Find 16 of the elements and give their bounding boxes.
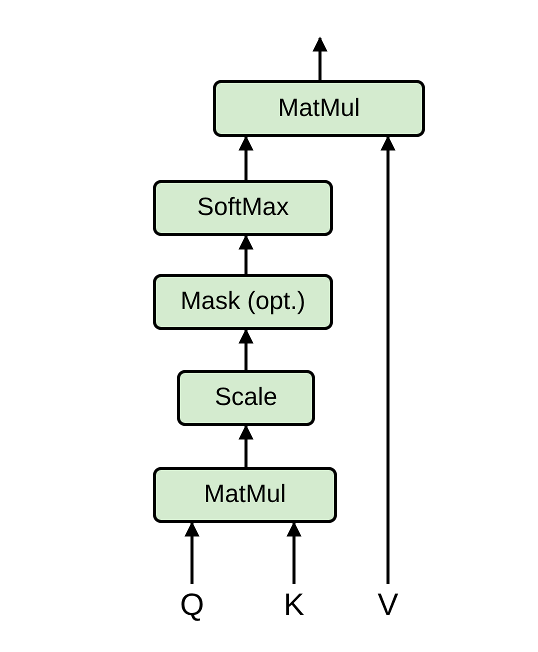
arrow — [184, 522, 200, 584]
input-label: K — [278, 584, 310, 626]
arrow — [312, 36, 328, 80]
process-box: Mask (opt.) — [153, 274, 333, 330]
process-box: SoftMax — [153, 180, 333, 236]
arrow — [380, 136, 396, 584]
arrow — [286, 522, 302, 584]
arrow — [238, 424, 254, 467]
process-box: MatMul — [213, 80, 425, 137]
arrow — [238, 328, 254, 370]
process-box: MatMul — [153, 467, 337, 523]
process-box: Scale — [177, 370, 315, 426]
arrow — [238, 136, 254, 180]
input-label: Q — [176, 584, 208, 626]
input-label: V — [372, 584, 404, 626]
arrow — [238, 234, 254, 274]
